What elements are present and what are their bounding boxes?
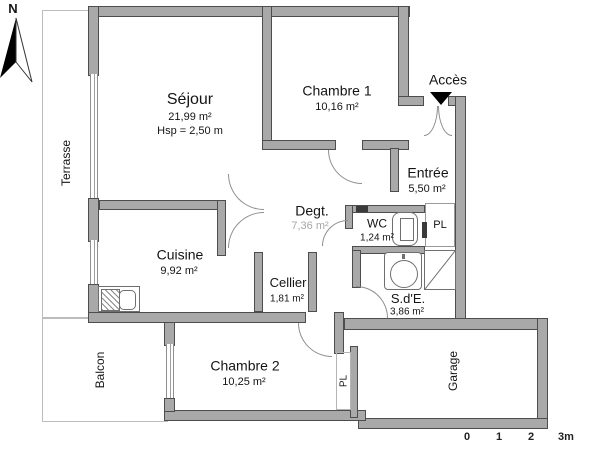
closet-entree-label: PL	[433, 218, 447, 231]
balcon-label: Balcon	[93, 351, 107, 389]
wall-porch-left	[398, 6, 409, 106]
door-arc-chambre2	[298, 323, 332, 357]
door-arc-chambre1	[328, 150, 362, 184]
closet-chambre2-label: PL	[338, 374, 350, 388]
scale-tick-2: 2	[527, 430, 535, 443]
door-arc-acces-left	[424, 106, 438, 136]
window-cuisine	[90, 240, 98, 286]
toilet-icon	[392, 212, 418, 246]
wall-cuisine-bottom	[88, 312, 306, 323]
sink-icon	[119, 290, 136, 310]
sejour-area: 21,99 m²	[168, 110, 212, 123]
window-sejour	[90, 74, 98, 200]
door-arc-sde	[356, 286, 388, 318]
wall-cellier-left	[254, 252, 263, 312]
wall-sejour-chambre1	[262, 6, 272, 150]
wall-sde-left	[352, 250, 361, 288]
acces-arrow-icon	[430, 92, 452, 105]
wall-garage-right	[537, 318, 548, 429]
wall-cuisine-right	[217, 200, 226, 256]
shower-icon	[424, 250, 456, 290]
terrasse-label: Terrasse	[59, 139, 73, 187]
cuisine-area: 9,92 m²	[160, 264, 198, 277]
sde-area: 3,86 m²	[390, 306, 424, 318]
window-chambre2	[166, 344, 174, 400]
faucet-icon	[402, 254, 405, 259]
wall-chambre2-left-lower	[164, 398, 175, 412]
wall-garage-bottom	[358, 418, 548, 429]
wall-chambre2-bottom	[164, 410, 366, 421]
cellier-label: Cellier	[269, 274, 307, 290]
wall-sde-bottom	[344, 318, 548, 330]
degagement-area: 7,36 m²	[291, 219, 329, 232]
scale-tick-3m: 3m	[558, 430, 574, 443]
toilet-tank	[400, 218, 414, 241]
wall-sejour-cuisine	[99, 200, 225, 210]
scale-tick-0: 0	[463, 430, 471, 443]
garage-label: Garage	[446, 350, 460, 392]
wall-garage-left	[350, 346, 358, 418]
cooktop-icon	[101, 289, 120, 311]
wall-entree-left	[390, 148, 399, 192]
chambre2-label: Chambre 2	[210, 357, 280, 374]
door-arc-cuisine	[228, 212, 264, 248]
wall-right	[455, 96, 466, 330]
sde-label: S.d'E.	[390, 290, 426, 306]
area-terrasse	[42, 10, 95, 318]
washbasin-icon	[384, 252, 422, 290]
door-arc-sejour	[228, 174, 264, 210]
door-arc-acces-right	[438, 106, 452, 136]
wall-top	[88, 6, 410, 17]
chambre2-area: 10,25 m²	[222, 375, 266, 388]
acces-label: Accès	[428, 71, 468, 88]
compass-north-label: N	[8, 0, 18, 16]
wc-area: 1,24 m²	[360, 232, 394, 244]
closet-chambre2	[336, 352, 351, 410]
area-balcon	[42, 318, 168, 422]
chambre1-area: 10,16 m²	[315, 100, 359, 113]
wall-cellier-right	[308, 252, 317, 312]
wall-left-mid	[88, 198, 99, 242]
wall-left-upper	[88, 6, 99, 76]
kitchen-counter	[98, 286, 140, 312]
entree-area: 5,50 m²	[408, 182, 446, 195]
wall-wc-left	[345, 205, 353, 229]
cellier-area: 1,81 m²	[270, 293, 304, 305]
wc-door-jamb	[356, 206, 368, 212]
wc-label: WC	[367, 216, 387, 231]
entree-label: Entrée	[407, 164, 449, 181]
wall-chambre2-right	[334, 312, 344, 354]
cuisine-label: Cuisine	[156, 246, 204, 263]
closet-door-panel	[422, 222, 427, 238]
wall-chambre1-bottom-left	[262, 140, 336, 150]
scale-tick-1: 1	[495, 430, 503, 443]
sejour-label: Séjour	[166, 91, 214, 109]
washbasin-bowl	[390, 260, 418, 288]
chambre1-label: Chambre 1	[302, 82, 372, 99]
wall-chambre1-bottom-right	[362, 140, 409, 150]
degagement-label: Degt.	[295, 202, 329, 219]
wall-entree-jamb-left	[398, 96, 424, 106]
compass-arrow-icon	[0, 17, 33, 83]
sejour-ceiling-height: Hsp = 2,50 m	[157, 124, 223, 137]
